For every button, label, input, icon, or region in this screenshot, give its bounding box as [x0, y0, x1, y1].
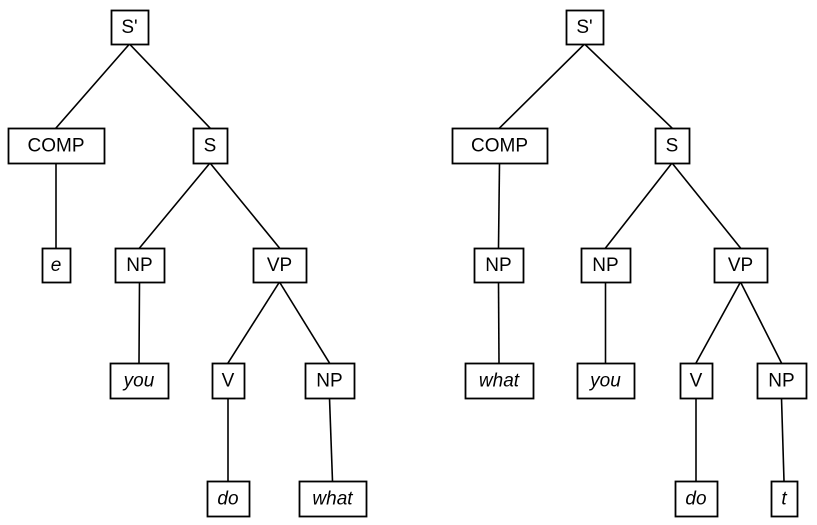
node-label-L-do: do — [217, 489, 238, 510]
node-label-L-NP1: NP — [126, 255, 152, 276]
node-box-R-t — [770, 480, 799, 518]
node-box-R-COMP — [451, 127, 549, 165]
node-box-L-COMP — [7, 127, 106, 165]
tree-edge-L-VP-to-L-NP2 — [278, 280, 331, 365]
tree-edge-L-NP1-to-L-you — [138, 281, 141, 364]
node-label-L-V: V — [222, 371, 235, 392]
node-box-L-do — [206, 480, 251, 518]
node-box-R-VP — [713, 247, 769, 284]
node-box-R-V — [679, 362, 714, 400]
tree-edge-L-S-to-L-VP — [208, 161, 281, 250]
node-box-R-what — [464, 362, 535, 400]
tree-edge-R-Sbar-to-R-S — [583, 42, 674, 130]
tree-node-L-do[interactable]: do — [206, 480, 251, 518]
tree-node-R-NP0[interactable]: NP — [473, 247, 525, 284]
tree-node-R-you[interactable]: you — [576, 362, 636, 400]
tree-nodes-right-tree: S' COMP S NP NP VP what you V NP do t — [451, 9, 808, 518]
node-label-L-Sbar: S' — [121, 17, 137, 38]
tree-edge-L-S-to-L-NP1 — [138, 161, 212, 250]
tree-node-L-COMP[interactable]: COMP — [7, 127, 106, 165]
node-label-L-NP2: NP — [316, 371, 342, 392]
tree-node-R-t[interactable]: t — [770, 480, 799, 518]
node-box-L-V — [211, 362, 246, 400]
tree-node-L-what[interactable]: what — [298, 480, 368, 518]
node-label-R-NP0: NP — [485, 255, 511, 276]
tree-edge-L-Sbar-to-L-COMP — [54, 42, 131, 130]
node-box-R-do — [674, 480, 719, 518]
tree-edges-left-tree — [54, 42, 334, 482]
node-label-L-S: S — [204, 136, 217, 157]
node-label-R-S: S — [666, 136, 679, 157]
tree-node-L-VP[interactable]: VP — [252, 247, 308, 284]
node-label-R-NP1: NP — [592, 255, 618, 276]
tree-node-R-NP2[interactable]: NP — [756, 362, 808, 400]
node-box-R-NP2 — [756, 362, 808, 400]
tree-edge-R-Sbar-to-R-COMP — [498, 42, 586, 130]
node-label-L-COMP: COMP — [28, 136, 85, 157]
tree-edge-L-VP-to-L-V — [226, 280, 281, 365]
tree-edge-R-S-to-R-VP — [670, 161, 742, 250]
tree-edge-L-NP2-to-L-what — [328, 397, 334, 482]
node-label-L-you: you — [122, 371, 155, 392]
tree-node-R-COMP[interactable]: COMP — [451, 127, 549, 165]
node-label-R-NP2: NP — [768, 371, 794, 392]
node-box-R-S — [654, 127, 691, 165]
tree-edge-R-NP0-to-R-what — [497, 281, 500, 364]
node-box-L-NP1 — [114, 247, 166, 284]
node-box-R-you — [576, 362, 636, 400]
node-label-R-VP: VP — [728, 255, 753, 276]
node-box-R-NP0 — [473, 247, 525, 284]
tree-edge-R-NP2-to-R-t — [780, 397, 785, 482]
tree-node-R-what[interactable]: what — [464, 362, 535, 400]
tree-edge-R-VP-to-R-NP2 — [739, 280, 783, 365]
node-label-R-t: t — [781, 489, 787, 510]
node-label-R-do: do — [685, 489, 706, 510]
node-label-R-V: V — [690, 371, 703, 392]
tree-node-L-S[interactable]: S — [192, 127, 229, 165]
tree-node-L-NP1[interactable]: NP — [114, 247, 166, 284]
tree-edge-R-COMP-to-R-NP0 — [497, 162, 501, 249]
node-label-R-what: what — [479, 371, 520, 392]
tree-node-L-Sbar[interactable]: S' — [110, 9, 150, 46]
node-box-L-VP — [252, 247, 308, 284]
tree-node-R-VP[interactable]: VP — [713, 247, 769, 284]
tree-node-L-V[interactable]: V — [211, 362, 246, 400]
node-label-L-e: e — [51, 255, 62, 276]
node-box-L-Sbar — [110, 9, 150, 46]
node-label-L-what: what — [312, 489, 353, 510]
tree-edge-R-VP-to-R-V — [694, 280, 742, 365]
tree-edge-L-Sbar-to-L-S — [128, 42, 212, 130]
node-label-R-you: you — [588, 371, 621, 392]
node-label-L-VP: VP — [267, 255, 292, 276]
tree-node-L-you[interactable]: you — [109, 362, 170, 400]
tree-node-R-S[interactable]: S — [654, 127, 691, 165]
tree-edges-right-tree — [497, 42, 785, 482]
node-box-L-what — [298, 480, 368, 518]
node-box-L-NP2 — [304, 362, 356, 400]
node-label-R-COMP: COMP — [471, 136, 528, 157]
tree-node-R-NP1[interactable]: NP — [580, 247, 632, 284]
node-box-R-NP1 — [580, 247, 632, 284]
tree-node-R-V[interactable]: V — [679, 362, 714, 400]
node-box-L-S — [192, 127, 229, 165]
tree-node-L-e[interactable]: e — [41, 247, 72, 284]
tree-node-R-do[interactable]: do — [674, 480, 719, 518]
tree-edge-R-S-to-R-NP1 — [604, 161, 674, 250]
edges-layer — [54, 42, 785, 482]
node-box-R-Sbar — [565, 9, 605, 46]
node-box-L-you — [109, 362, 170, 400]
node-label-R-Sbar: S' — [576, 17, 592, 38]
node-box-L-e — [41, 247, 72, 284]
tree-node-L-NP2[interactable]: NP — [304, 362, 356, 400]
tree-node-R-Sbar[interactable]: S' — [565, 9, 605, 46]
